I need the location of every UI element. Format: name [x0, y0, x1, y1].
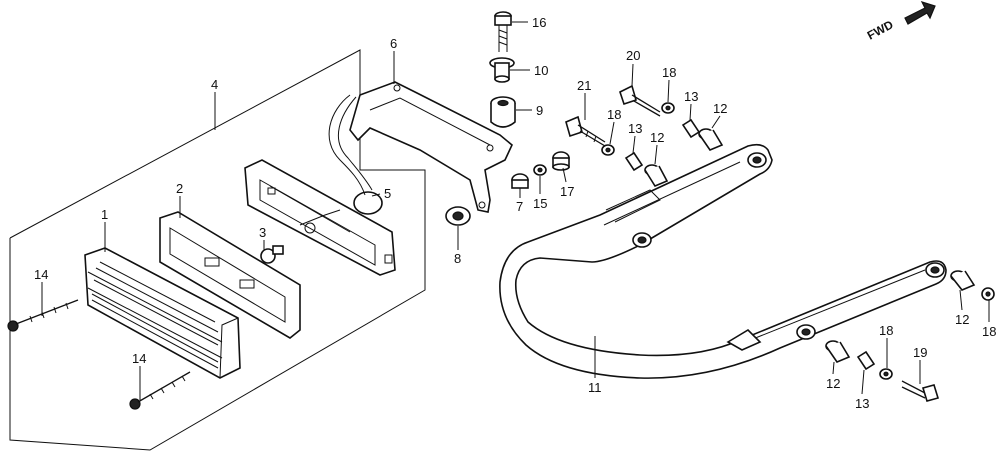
callout-2: 2	[176, 181, 183, 196]
callout-18-a: 18	[607, 107, 621, 122]
forward-arrow-icon	[904, 1, 936, 25]
washer-18-b	[661, 102, 675, 114]
lens-gasket	[159, 211, 301, 339]
callout-12-d: 12	[826, 376, 840, 391]
assembly-outline-4	[9, 49, 426, 451]
callout-12-b: 12	[650, 130, 664, 145]
callout-19: 19	[913, 345, 927, 360]
washer-18-a	[601, 144, 615, 156]
callout-13-c: 13	[855, 396, 869, 411]
mounting-bracket	[328, 81, 513, 213]
callout-18-d: 18	[879, 323, 893, 338]
collar-13-c	[856, 350, 876, 371]
bolt-21	[565, 115, 606, 147]
collar-10	[489, 57, 515, 83]
callout-18-b: 18	[662, 65, 676, 80]
callout-17: 17	[560, 184, 574, 199]
callout-12-c: 12	[955, 312, 969, 327]
callout-21: 21	[577, 78, 591, 93]
callout-13-a: 13	[684, 89, 698, 104]
callout-9: 9	[536, 103, 543, 118]
washer-18-c	[981, 287, 995, 301]
washer-18-d	[879, 368, 893, 380]
bulb	[260, 245, 284, 264]
screw-14-lower	[129, 371, 191, 410]
collar-13-b	[681, 118, 701, 139]
bolt-16	[494, 11, 512, 52]
callout-8: 8	[454, 251, 461, 266]
callout-14-lower: 14	[132, 351, 146, 366]
collar-13-a	[624, 151, 644, 172]
grommet-8	[445, 206, 471, 226]
bushing-12-d	[825, 340, 851, 363]
bushing-12-a	[644, 164, 669, 187]
screw-14-upper	[7, 299, 79, 332]
bushing-12-b	[698, 128, 724, 151]
leader-lines	[41, 21, 990, 400]
bushing-7	[511, 173, 529, 189]
grab-rail	[499, 143, 947, 379]
bushing-12-c	[950, 270, 976, 291]
callout-4: 4	[211, 77, 218, 92]
callout-11: 11	[588, 380, 602, 395]
callout-16: 16	[532, 15, 546, 30]
collar-17	[552, 151, 570, 171]
callout-18-c: 18	[982, 324, 996, 339]
fwd-label: FWD	[865, 17, 896, 42]
callout-12-a: 12	[713, 101, 727, 116]
callout-14-upper: 14	[34, 267, 48, 282]
callout-labels: 1 2 3 4 5 6 7 8 9 10 11 16 15 17 14 14 2…	[34, 15, 996, 411]
bolt-19	[901, 380, 940, 402]
bolt-20	[619, 84, 661, 117]
callout-20: 20	[626, 48, 640, 63]
callout-5: 5	[384, 186, 391, 201]
washer-15	[533, 164, 547, 176]
callout-6: 6	[390, 36, 397, 51]
tail-light-base	[244, 159, 396, 276]
callout-3: 3	[259, 225, 266, 240]
callout-15: 15	[533, 196, 547, 211]
callout-10: 10	[534, 63, 548, 78]
callout-13-b: 13	[628, 121, 642, 136]
tail-lens	[84, 247, 241, 379]
callout-1: 1	[101, 207, 108, 222]
callout-7: 7	[516, 199, 523, 214]
grommet-9	[490, 96, 516, 128]
